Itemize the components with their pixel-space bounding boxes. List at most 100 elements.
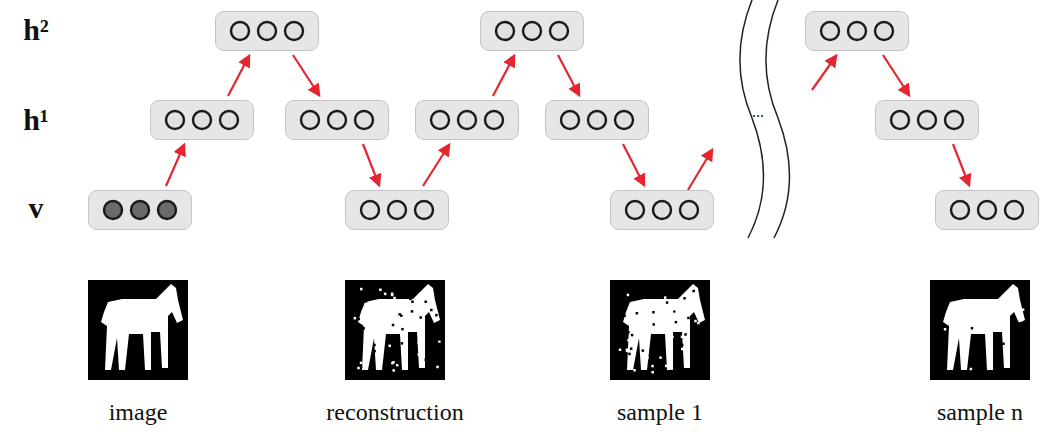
unit-circles [806,12,908,50]
unit-circle [653,201,671,219]
layer-units [935,190,1039,230]
noise-pixel [436,330,439,333]
unit-circle [231,22,249,40]
noise-pixel [626,348,629,351]
noise-pixel [398,313,401,316]
noise-pixel [665,365,668,368]
unit-circle [415,201,433,219]
noise-pixel [681,348,684,351]
noise-pixel [391,362,394,365]
unit-circle [158,201,176,219]
horse-silhouette [943,284,1025,370]
noise-pixel [417,315,420,318]
horse-image [88,280,188,380]
break-brace [740,0,790,238]
unit-circle [978,201,996,219]
noise-pixel [972,310,975,313]
noise-pixel [424,359,427,362]
sampling-arrow [166,145,184,186]
noise-pixel [651,365,654,368]
noise-pixel [666,301,669,304]
image-caption: sample n [937,399,1023,426]
image-ground [88,280,188,380]
noise-pixel [627,339,630,342]
noise-pixel [694,367,697,370]
noise-pixel [640,290,643,293]
noise-pixel [357,367,360,370]
noise-pixel [362,327,365,330]
noise-pixel [626,332,629,335]
unit-circle [951,201,969,219]
noise-pixel [1018,322,1021,325]
noise-pixel [429,326,432,329]
unit-circles [346,191,448,229]
noise-pixel [391,318,394,321]
unit-circle [301,111,319,129]
image-ground [930,280,1030,380]
noise-pixel [373,350,376,353]
noise-pixel [697,322,700,325]
unit-circle [918,111,936,129]
noise-pixel [355,314,358,317]
noise-pixel [421,365,424,368]
noise-pixel [659,356,662,359]
layer-units [415,100,519,140]
noise-pixel [411,300,414,303]
noise-pixel [360,292,363,295]
noise-pixel [944,328,947,331]
noise-pixel [360,366,363,369]
layer-name: h¹ [23,103,49,137]
unit-circles [481,12,583,50]
image-caption: reconstruction [326,399,463,426]
noise-pixel [671,336,674,339]
unit-circle [626,201,644,219]
unit-circle [945,111,963,129]
image-caption: sample 1 [617,399,703,426]
noise-pixel [687,317,690,320]
noise-pixel [681,344,684,347]
layer-name: v [29,191,44,225]
horse-silhouette [623,284,705,370]
noise-pixel [681,336,684,339]
noise-pixel [401,328,404,331]
unit-circle [328,111,346,129]
sampling-arrow [623,144,644,185]
noise-pixel [424,301,427,304]
horse-silhouette [358,284,440,370]
noise-pixel [369,322,372,325]
noise-pixel [670,300,673,303]
noise-pixel [363,363,366,366]
noise-pixel [354,317,357,320]
unit-circles [89,191,191,229]
noise-pixel [415,341,418,344]
unit-circles [876,101,978,139]
unit-circle [496,22,514,40]
unit-circle [523,22,541,40]
sampling-arrow [883,55,909,95]
noise-pixel [664,296,667,299]
noise-pixel [651,371,654,374]
noise-pixel [644,354,647,357]
layer-units [805,11,909,51]
unit-circle [891,111,909,129]
noise-pixel [360,288,363,291]
noise-pixel [619,349,622,352]
unit-circle [458,111,476,129]
noise-pixel [411,310,414,313]
unit-circle [193,111,211,129]
noise-pixel [628,353,631,356]
unit-circle [355,111,373,129]
noise-pixel [392,324,395,327]
noise-pixel [407,293,410,296]
horse-image [345,280,445,380]
unit-circle [550,22,568,40]
noise-pixel [631,294,634,297]
noise-pixel [391,292,394,295]
open-arrow [688,150,712,190]
noise-pixel [384,293,387,296]
noise-pixel [645,331,648,334]
noise-pixel [630,347,633,350]
noise-pixel [409,298,412,301]
sampling-arrow [423,145,449,186]
layer-units [480,11,584,51]
